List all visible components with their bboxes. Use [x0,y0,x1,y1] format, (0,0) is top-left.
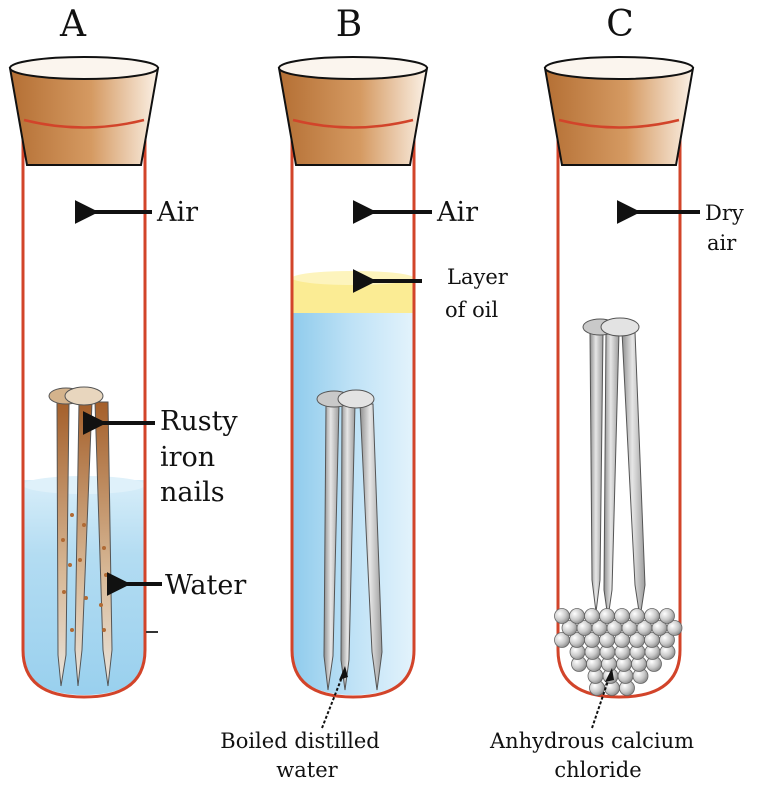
calcium-chloride-pellet [659,632,675,648]
tube-letter-b: B [336,4,362,45]
test-tube-c: C Dry air Anhydrous calcium chloride [489,4,744,782]
calcium-chloride-pellet [614,608,630,624]
calcium-chloride-label-line-1: Anhydrous calcium [489,729,694,753]
rusty-iron-nails [48,386,113,687]
calcium-chloride-pellet [569,608,585,624]
test-tube-b: B Air Layer of oil Boiled distilled wate… [220,4,508,782]
calcium-chloride-pellet [659,608,675,624]
cork-b [277,67,429,166]
nails-label-line-1: Rusty [160,406,238,437]
calcium-chloride-pellet [666,620,683,636]
calcium-chloride-pellet [629,608,645,624]
tube-letter-a: A [59,4,87,45]
oil-label-line-1: Layer [447,265,509,289]
calcium-chloride-label-line-2: chloride [554,758,641,782]
tube-wall-c [556,120,682,699]
nails-label-line-2: iron [160,442,215,473]
calcium-chloride-pellet [554,608,570,624]
iron-nails-c [582,317,646,619]
calcium-chloride-pellet [644,608,660,624]
boiled-water-label-line-1: Boiled distilled [220,729,379,753]
oil-label-line-2: of oil [445,298,498,322]
tube-wall-a [21,120,147,699]
tube-letter-c: C [606,4,634,45]
nails-label-line-3: nails [160,477,225,508]
air-label-a: Air [156,197,198,228]
dry-air-label-line-2: air [707,231,737,255]
dry-air-label-line-1: Dry [705,201,744,225]
calcium-chloride-pellet [584,608,600,624]
calcium-chloride-pellet [599,608,615,624]
boiled-water-label-line-2: water [276,758,338,782]
cork-a [8,67,160,166]
water-label-a: Water [165,570,246,601]
tube-wall-b [290,120,416,699]
anhydrous-calcium-chloride-pellets [554,608,683,696]
cork-c [543,67,695,166]
air-label-b: Air [436,197,478,228]
iron-nails-b [316,389,383,691]
test-tube-a: A Air Rusty iron nails [8,4,246,699]
